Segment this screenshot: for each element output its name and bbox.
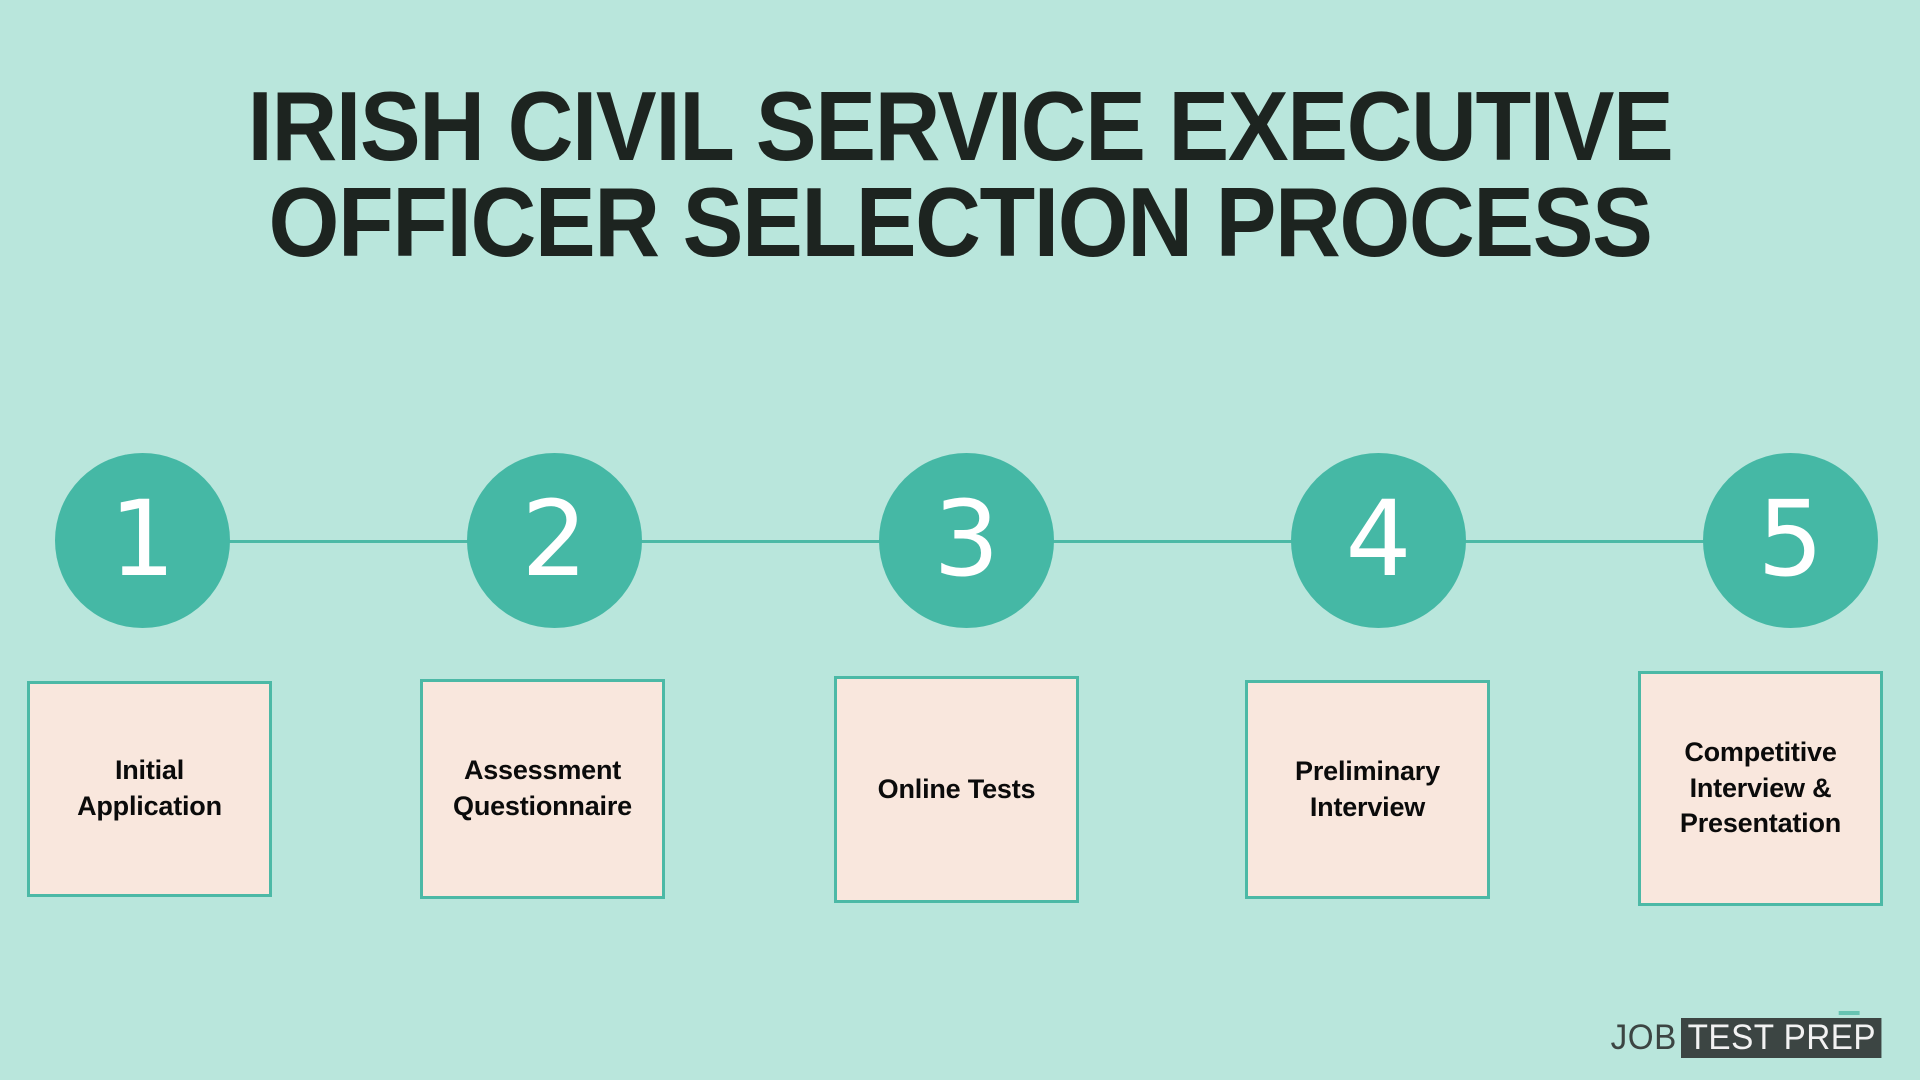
connector-line-3-4	[1049, 540, 1302, 543]
step-box-3[interactable]: Online Tests	[834, 676, 1079, 903]
step-circle-4[interactable]: 4	[1291, 453, 1466, 628]
connector-line-4-5	[1461, 540, 1714, 543]
page-title-line-1: IRISH CIVIL SERVICE EXECUTIVE	[247, 71, 1674, 181]
step-number-2: 2	[521, 477, 588, 600]
logo-text-testprep-container: TEST PREP	[1680, 1011, 1882, 1058]
step-circle-3[interactable]: 3	[879, 453, 1054, 628]
page-title-line-2: OFFICER SELECTION PROCESS	[268, 167, 1652, 278]
logo-text-job: JOB	[1610, 1018, 1677, 1057]
step-label-3: Online Tests	[877, 773, 1036, 804]
page-title: IRISH CIVIL SERVICE EXECUTIVE OFFICER SE…	[0, 71, 1920, 278]
step-circle-1[interactable]: 1	[55, 453, 230, 628]
step-number-4: 4	[1345, 477, 1412, 600]
connector-line-2-3	[637, 540, 890, 543]
step-circle-2[interactable]: 2	[467, 453, 642, 628]
jobtestprep-logo[interactable]: JOB TEST PREP	[1607, 1011, 1892, 1058]
connector-line-1-2	[225, 540, 477, 543]
step-number-5: 5	[1757, 477, 1824, 600]
step-number-3: 3	[933, 477, 1000, 600]
step-circle-5[interactable]: 5	[1703, 453, 1878, 628]
step-number-1: 1	[109, 477, 176, 600]
logo-text-testprep: TEST PREP	[1687, 1018, 1876, 1057]
logo-accent-dash-icon	[1838, 1011, 1860, 1015]
